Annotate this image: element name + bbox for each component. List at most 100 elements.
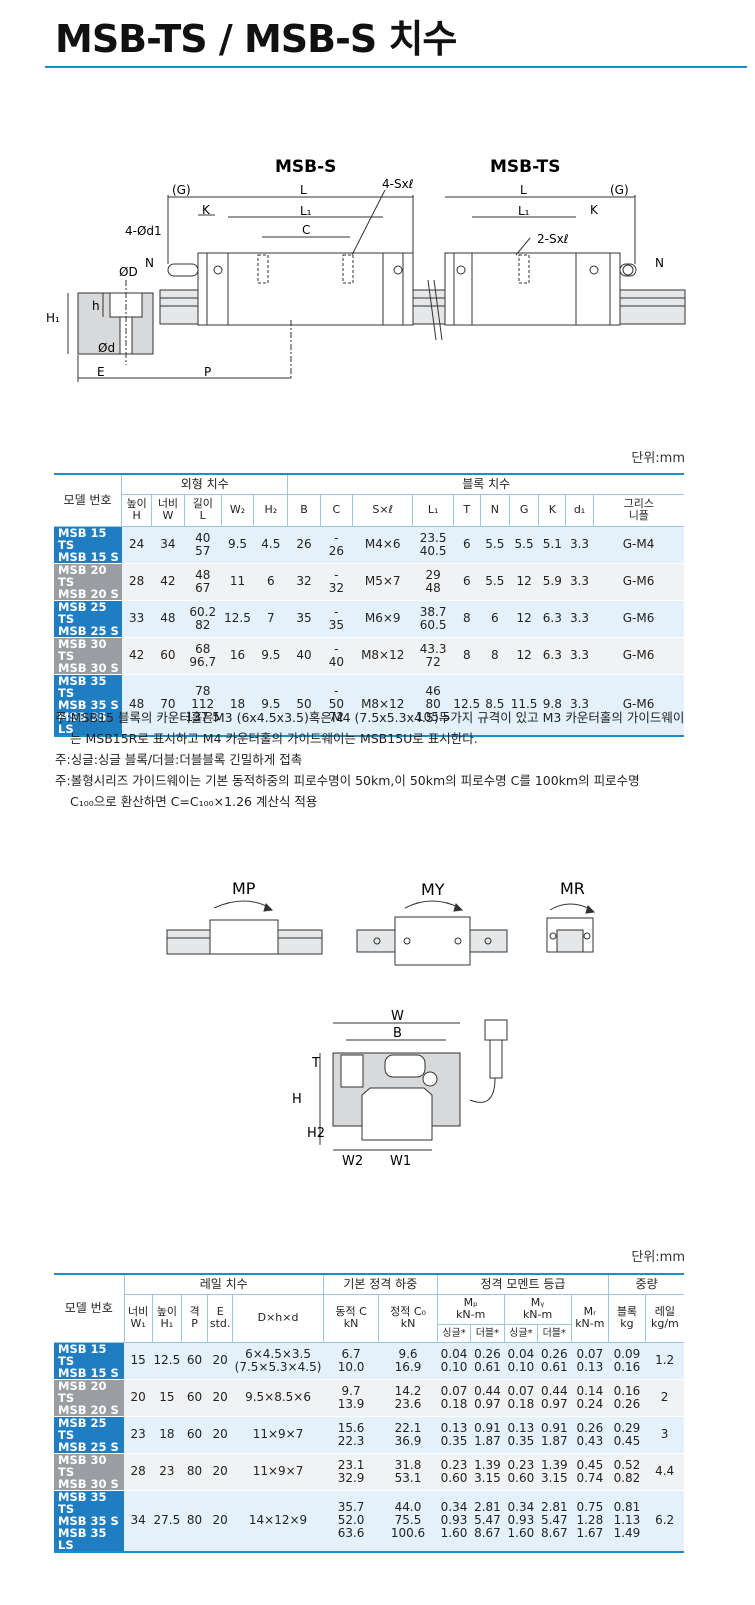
cell-w1: 20 bbox=[124, 1379, 153, 1417]
dim-g-right: (G) bbox=[610, 183, 629, 197]
cell-c: -32 bbox=[320, 563, 353, 601]
cell-grease: G-M6 bbox=[593, 674, 684, 737]
cell-d1: 3.3 bbox=[565, 563, 594, 601]
cell-t: 8 bbox=[453, 600, 481, 638]
cell-n: 8 bbox=[480, 637, 510, 675]
title-rule bbox=[45, 66, 747, 68]
th-outer: 외형 치수 bbox=[121, 473, 288, 495]
cell-grease: G-M6 bbox=[593, 563, 684, 601]
cell-grease: G-M6 bbox=[593, 600, 684, 638]
cell-e: 20 bbox=[207, 1490, 233, 1553]
cell-c: -35 bbox=[320, 600, 353, 638]
section-w: W bbox=[391, 1009, 404, 1024]
cell-rail: 2 bbox=[645, 1379, 684, 1417]
cell-dhd: 9.5×8.5×6 bbox=[232, 1379, 324, 1417]
cell-w1: 34 bbox=[124, 1490, 153, 1553]
cell-d1: 3.3 bbox=[565, 637, 594, 675]
cell-g: 5.5 bbox=[509, 526, 539, 564]
cell-b: 35 bbox=[287, 600, 321, 638]
dim-sx2: 2-Sxℓ bbox=[537, 232, 569, 246]
cell-w: 48 bbox=[151, 600, 185, 638]
dim-n-right: N bbox=[655, 256, 664, 270]
dim-od: ØD bbox=[119, 265, 138, 279]
cell-t: 12.5 bbox=[453, 674, 481, 737]
th2-mp-double: 더블* bbox=[470, 1324, 505, 1343]
dim-h-small: h bbox=[92, 299, 100, 313]
dim-c: C bbox=[302, 223, 310, 237]
th-l1: L₁ bbox=[412, 494, 454, 527]
th-g: G bbox=[508, 494, 539, 527]
cell-t: 6 bbox=[453, 526, 481, 564]
note-3-cont: C₁₀₀으로 환산하면 C=C₁₀₀×1.26 계산식 적용 bbox=[70, 794, 318, 809]
cell-p: 60 bbox=[181, 1379, 208, 1417]
cell-h2: 7 bbox=[253, 600, 288, 638]
dim-g-left: (G) bbox=[172, 183, 191, 197]
cell-h: 42 bbox=[121, 637, 152, 675]
th-h2: H₂ bbox=[253, 494, 288, 527]
dim-l1-right: L₁ bbox=[518, 204, 530, 218]
cell-dhd: 11×9×7 bbox=[232, 1416, 324, 1454]
cell-w1: 23 bbox=[124, 1416, 153, 1454]
cell-k: 9.8 bbox=[538, 674, 566, 737]
cell-n: 6 bbox=[480, 600, 510, 638]
cell-w2: 12.5 bbox=[221, 600, 254, 638]
section-b: B bbox=[393, 1026, 402, 1041]
cell-k: 5.1 bbox=[538, 526, 566, 564]
cell-g: 12 bbox=[509, 600, 539, 638]
cell-p: 60 bbox=[181, 1342, 208, 1380]
cell-h: 28 bbox=[121, 563, 152, 601]
cell-p: 60 bbox=[181, 1416, 208, 1454]
cell-k: 6.3 bbox=[538, 637, 566, 675]
cell-w1: 15 bbox=[124, 1342, 153, 1380]
cell-d1: 3.3 bbox=[565, 526, 594, 564]
dim-k-left: K bbox=[202, 203, 211, 217]
cell-p: 80 bbox=[181, 1453, 208, 1491]
cell-c: -40 bbox=[320, 637, 353, 675]
th-w2: W₂ bbox=[220, 494, 254, 527]
page-title: MSB-TS / MSB-S 치수 bbox=[55, 17, 457, 61]
cell-w2: 16 bbox=[221, 637, 254, 675]
cell-s: M8×12 bbox=[352, 637, 413, 675]
cell-n: 5.5 bbox=[480, 563, 510, 601]
cell-b: 50 bbox=[287, 674, 321, 737]
cell-dhd: 6×4.5×3.5(7.5×5.3×4.5) bbox=[232, 1342, 324, 1380]
cell-h2: 9.5 bbox=[253, 674, 288, 737]
cell-c: -26 bbox=[320, 526, 353, 564]
cell-rail: 6.2 bbox=[645, 1490, 684, 1553]
cell-h: 48 bbox=[121, 674, 152, 737]
cell-rail: 3 bbox=[645, 1416, 684, 1454]
